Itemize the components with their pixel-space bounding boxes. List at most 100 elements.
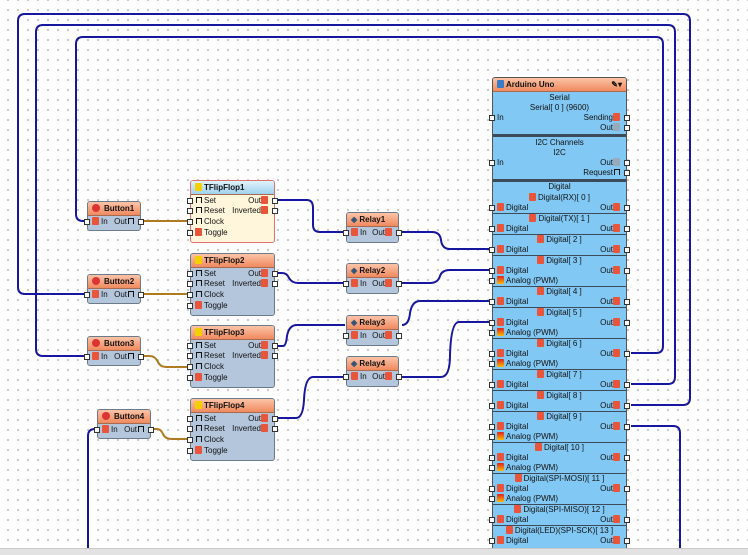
output-pin[interactable] (624, 247, 630, 253)
output-pin[interactable] (148, 427, 154, 433)
output-pin[interactable] (624, 320, 630, 326)
input-pin[interactable] (489, 330, 495, 336)
output-pin[interactable] (396, 333, 402, 339)
output-pin[interactable] (272, 208, 278, 214)
input-pin[interactable] (489, 268, 495, 274)
input-pin[interactable] (187, 208, 193, 214)
output-pin[interactable] (138, 292, 144, 298)
output-pin[interactable] (624, 299, 630, 305)
output-pin[interactable] (624, 268, 630, 274)
component-header[interactable]: Button4 (98, 410, 150, 424)
input-pin[interactable] (94, 427, 100, 433)
output-pin[interactable] (272, 271, 278, 277)
input-pin[interactable] (489, 351, 495, 357)
output-pin[interactable] (272, 353, 278, 359)
input-pin[interactable] (489, 465, 495, 471)
input-pin[interactable] (489, 424, 495, 430)
input-pin[interactable] (187, 437, 193, 443)
output-pin[interactable] (396, 374, 402, 380)
input-pin[interactable] (187, 353, 193, 359)
component-header[interactable]: Button2 (88, 275, 140, 289)
output-pin[interactable] (272, 426, 278, 432)
output-pin[interactable] (624, 538, 630, 544)
input-pin[interactable] (489, 403, 495, 409)
input-pin[interactable] (489, 486, 495, 492)
input-pin[interactable] (187, 448, 193, 454)
output-pin[interactable] (624, 517, 630, 523)
output-pin[interactable] (272, 416, 278, 422)
component-header[interactable]: ◆ Relay3 (347, 316, 398, 330)
output-pin[interactable] (624, 403, 630, 409)
component-header[interactable]: ◆ Relay4 (347, 357, 398, 371)
input-pin[interactable] (489, 299, 495, 305)
input-pin[interactable] (489, 434, 495, 440)
input-pin[interactable] (343, 374, 349, 380)
input-pin[interactable] (187, 303, 193, 309)
input-pin[interactable] (187, 364, 193, 370)
output-pin[interactable] (624, 424, 630, 430)
input-pin[interactable] (489, 517, 495, 523)
input-pin[interactable] (489, 115, 495, 121)
output-pin[interactable] (624, 351, 630, 357)
input-pin[interactable] (187, 219, 193, 225)
output-pin[interactable] (272, 343, 278, 349)
input-pin[interactable] (187, 230, 193, 236)
output-pin[interactable] (396, 281, 402, 287)
input-pin[interactable] (343, 281, 349, 287)
output-pin[interactable] (624, 170, 630, 176)
component-header[interactable]: Button1 (88, 202, 140, 216)
output-pin[interactable] (624, 205, 630, 211)
output-pin[interactable] (272, 281, 278, 287)
input-pin[interactable] (489, 382, 495, 388)
arduino-header[interactable]: Arduino Uno✎▾ (493, 78, 626, 92)
output-pin[interactable] (624, 125, 630, 131)
input-pin[interactable] (187, 426, 193, 432)
input-pin[interactable] (187, 271, 193, 277)
input-pin[interactable] (187, 292, 193, 298)
component-header[interactable]: TFlipFlop2 (191, 254, 274, 268)
component-header[interactable]: TFlipFlop1 (191, 181, 274, 195)
output-pin[interactable] (624, 382, 630, 388)
output-pin[interactable] (396, 230, 402, 236)
output-pin[interactable] (272, 198, 278, 204)
output-pin[interactable] (624, 160, 630, 166)
component-header[interactable]: TFlipFlop4 (191, 399, 274, 413)
input-pin[interactable] (343, 333, 349, 339)
input-pin[interactable] (489, 496, 495, 502)
input-pin[interactable] (489, 455, 495, 461)
input-pin[interactable] (84, 219, 90, 225)
input-pin[interactable] (84, 354, 90, 360)
input-pin[interactable] (84, 292, 90, 298)
output-pin[interactable] (138, 354, 144, 360)
input-pin[interactable] (187, 375, 193, 381)
component-header[interactable]: ◆ Relay1 (347, 213, 398, 227)
output-pin[interactable] (624, 115, 630, 121)
output-pin[interactable] (624, 486, 630, 492)
input-pin[interactable] (489, 226, 495, 232)
horizontal-scrollbar[interactable] (0, 548, 748, 555)
input-pin[interactable] (489, 205, 495, 211)
output-pin[interactable] (624, 226, 630, 232)
output-pin[interactable] (624, 455, 630, 461)
input-pin[interactable] (187, 198, 193, 204)
input-pin[interactable] (489, 247, 495, 253)
input-pin[interactable] (489, 160, 495, 166)
input-pin[interactable] (489, 538, 495, 544)
input-pin[interactable] (187, 416, 193, 422)
component-header[interactable]: TFlipFlop3 (191, 326, 274, 340)
input-pin[interactable] (489, 361, 495, 367)
input-pin[interactable] (187, 281, 193, 287)
input-pin[interactable] (489, 278, 495, 284)
input-pin[interactable] (187, 343, 193, 349)
